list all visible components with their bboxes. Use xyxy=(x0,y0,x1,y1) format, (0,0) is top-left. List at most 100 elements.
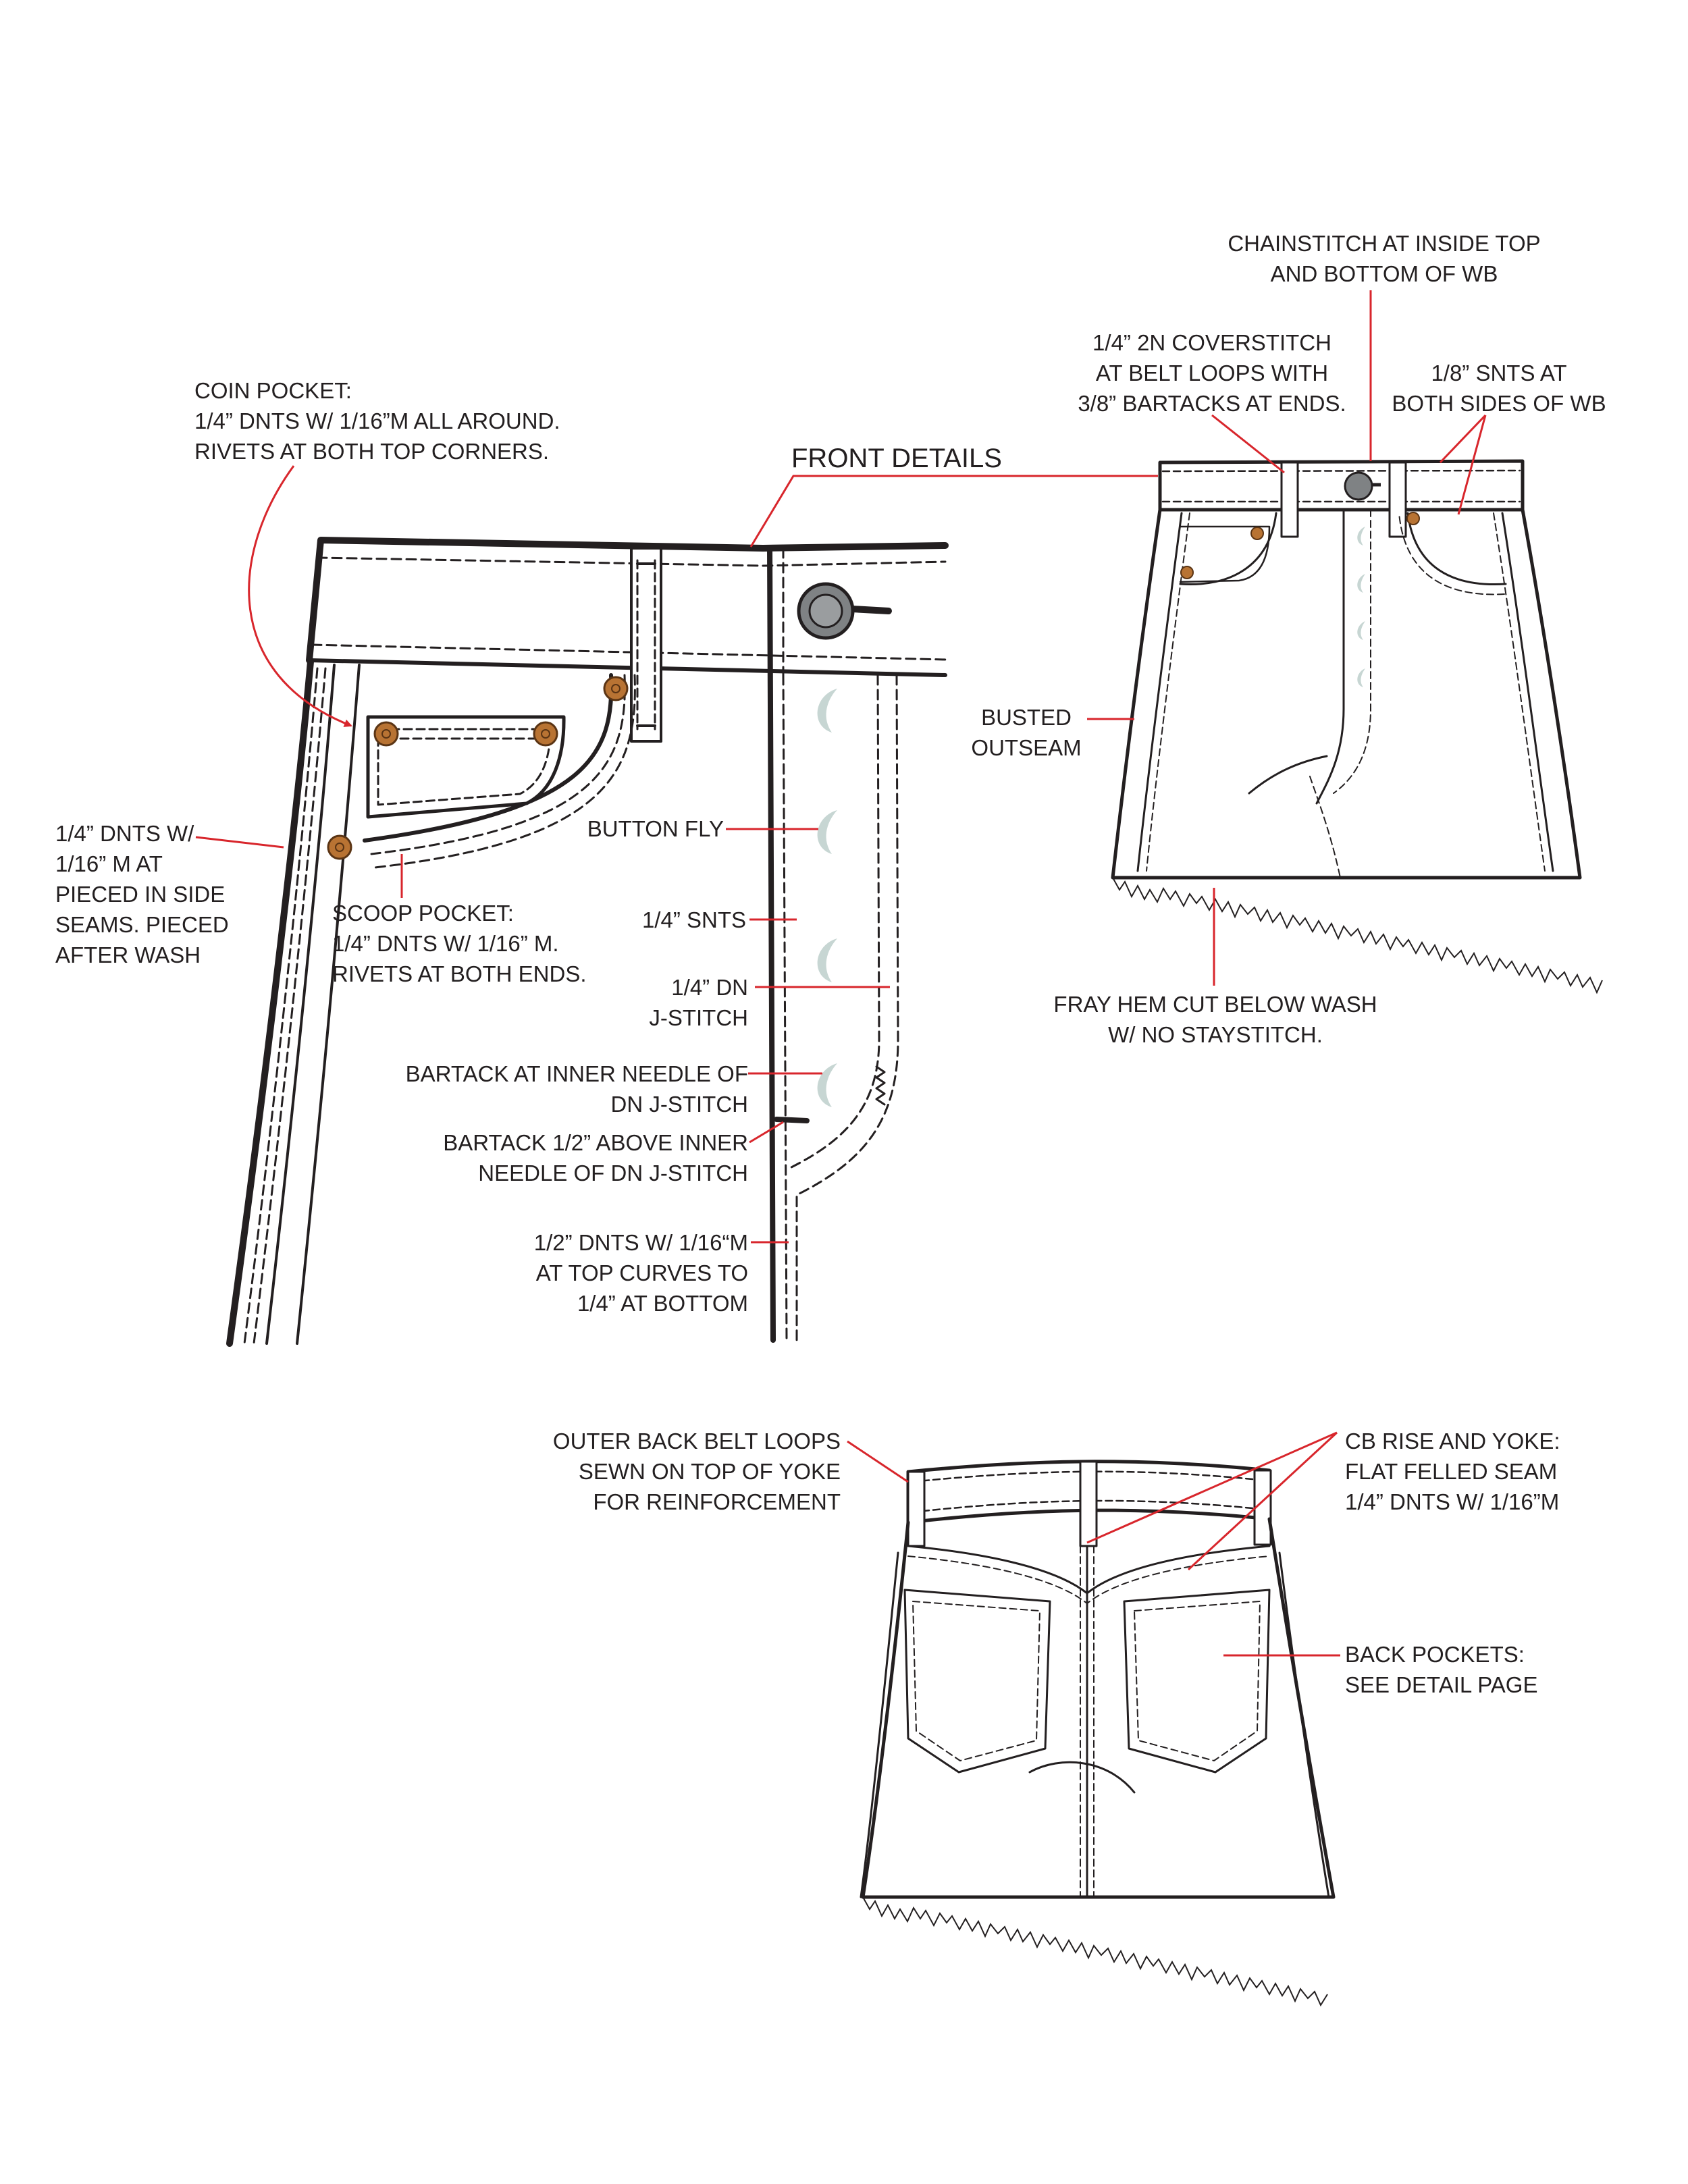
side-seam-stitch-1 xyxy=(243,667,319,1345)
callout-line: RIVETS AT BOTH TOP CORNERS. xyxy=(194,439,550,464)
callout-line: FRAY HEM CUT BELOW WASH xyxy=(1053,992,1377,1017)
leader-cb-rise xyxy=(1086,1431,1338,1571)
back-belt-loop xyxy=(1079,1460,1098,1547)
callout-line: 3/8” BARTACKS AT ENDS. xyxy=(1078,391,1346,416)
front-skirt-flat xyxy=(1111,459,1582,880)
callout-busted-outseam: BUSTED OUTSEAM xyxy=(959,702,1094,763)
callout-line: 1/8” SNTS AT xyxy=(1431,361,1567,385)
callout-line: 1/2” DNTS W/ 1/16“M xyxy=(533,1230,748,1255)
fly-button-icon xyxy=(817,689,837,733)
fly-button-icon xyxy=(817,1063,837,1107)
front-fray-hem xyxy=(1112,877,1603,994)
callout-line: COIN POCKET: xyxy=(194,378,352,403)
back-cb-seam-stitch xyxy=(1080,1545,1094,1898)
callout-line: PIECED IN SIDE xyxy=(55,882,226,907)
front-scoop-pocket-right xyxy=(1406,512,1507,586)
scoop-pocket-stitch-2 xyxy=(373,674,636,869)
callout-line: BACK POCKETS: xyxy=(1345,1642,1525,1667)
waistband-stitch-bottom xyxy=(311,643,947,661)
center-front-line xyxy=(767,545,776,1343)
callout-bartack-inner: BARTACK AT INNER NEEDLE OF DN J-STITCH xyxy=(406,1059,748,1119)
callout-chainstitch: CHAINSTITCH AT INSIDE TOP AND BOTTOM OF … xyxy=(1209,228,1560,289)
front-scoop-stitch-right xyxy=(1398,512,1505,595)
back-pocket-right xyxy=(1123,1589,1271,1774)
callout-line: FLAT FELLED SEAM xyxy=(1345,1459,1558,1484)
front-outseam-right xyxy=(1501,512,1554,872)
back-pocket-left-stitch xyxy=(912,1601,1040,1761)
front-belt-loop xyxy=(1280,461,1299,538)
front-outseam-right-stitch xyxy=(1493,512,1546,872)
callout-line: 1/4” 2N COVERSTITCH xyxy=(1092,330,1331,355)
fly-bartack-above xyxy=(774,1117,810,1123)
callout-line: OUTER BACK BELT LOOPS xyxy=(552,1429,841,1454)
waistband-bottom xyxy=(307,658,947,677)
side-seam-inner xyxy=(265,664,336,1345)
callout-line: 1/4” SNTS xyxy=(641,907,746,932)
coin-pocket-outline xyxy=(366,715,566,819)
leader-bartack-above xyxy=(749,1121,784,1144)
front-waistband-button-icon xyxy=(1344,471,1381,501)
front-fly-buttons xyxy=(1357,527,1365,687)
callout-coin-pocket: COIN POCKET: 1/4” DNTS W/ 1/16”M ALL ARO… xyxy=(194,375,560,467)
callout-line: AFTER WASH xyxy=(55,942,201,967)
callout-line: RIVETS AT BOTH ENDS. xyxy=(332,961,587,986)
callout-side-seam: 1/4” DNTS W/ 1/16” M AT PIECED IN SIDE S… xyxy=(55,818,229,970)
front-fly-stitch-2 xyxy=(1309,776,1341,878)
fly-button-icon xyxy=(1357,527,1365,545)
callout-line: 1/16” M AT xyxy=(55,851,163,876)
belt-loop-bartack xyxy=(636,562,656,727)
fly-button-icon xyxy=(817,938,837,982)
fly-button-icon xyxy=(1357,574,1365,593)
callout-scoop-pocket: SCOOP POCKET: 1/4” DNTS W/ 1/16” M. RIVE… xyxy=(332,898,587,989)
callout-line: CHAINSTITCH AT INSIDE TOP xyxy=(1228,231,1541,256)
leader-side-seam xyxy=(195,836,284,849)
front-details-title: FRONT DETAILS xyxy=(791,444,1002,473)
back-outseam-left xyxy=(860,1551,899,1898)
callout-line: BOTH SIDES OF WB xyxy=(1392,391,1606,416)
callout-line: W/ NO STAYSTITCH. xyxy=(1108,1022,1323,1047)
rivet-icon xyxy=(533,721,558,747)
rivet-icon xyxy=(373,721,399,747)
back-yoke-stitch xyxy=(907,1555,1270,1604)
front-coin-pocket xyxy=(1179,525,1271,583)
callout-line: BARTACK AT INNER NEEDLE OF xyxy=(405,1061,748,1086)
back-pocket-right-stitch xyxy=(1134,1601,1261,1761)
callout-line: AT BELT LOOPS WITH xyxy=(1095,361,1329,385)
front-skirt-body xyxy=(1111,508,1582,880)
callout-line: OUTSEAM xyxy=(971,735,1082,760)
leader-snts-wb xyxy=(1439,414,1487,515)
fly-buttons xyxy=(817,689,837,1107)
callout-button-fly: BUTTON FLY xyxy=(587,814,724,844)
callout-fray-hem: FRAY HEM CUT BELOW WASH W/ NO STAYSTITCH… xyxy=(1026,989,1404,1050)
callout-line: 1/4” DNTS W/ 1/16” M. xyxy=(332,931,559,956)
back-seat-curve xyxy=(1028,1761,1136,1794)
front-scoop-pocket-left xyxy=(1179,512,1277,586)
waistband-stitch-top xyxy=(316,556,947,567)
callout-line: 1/4” DNTS W/ xyxy=(55,821,194,846)
callout-line: BARTACK 1/2” ABOVE INNER xyxy=(443,1130,748,1155)
callout-snts-wb: 1/8” SNTS AT BOTH SIDES OF WB xyxy=(1377,358,1620,419)
back-fray-hem xyxy=(862,1896,1328,2007)
callout-back-pockets: BACK POCKETS: SEE DETAIL PAGE xyxy=(1345,1639,1537,1700)
callout-line: FOR REINFORCEMENT xyxy=(593,1489,841,1514)
leader-front-details xyxy=(749,475,1158,548)
front-fly xyxy=(1315,508,1345,805)
belt-loop-stitch xyxy=(636,559,656,730)
callout-back-belt-loops: OUTER BACK BELT LOOPS SEWN ON TOP OF YOK… xyxy=(553,1426,841,1517)
belt-loop xyxy=(630,547,662,743)
rivet-icon xyxy=(327,834,352,860)
callout-coverstitch: 1/4” 2N COVERSTITCH AT BELT LOOPS WITH 3… xyxy=(1050,327,1374,419)
waistband-outline xyxy=(306,537,949,664)
callout-leaders xyxy=(195,290,1487,1657)
j-stitch-outer xyxy=(795,674,899,1341)
j-stitch-inner xyxy=(789,674,880,1169)
callout-line: SEAMS. PIECED xyxy=(55,912,229,937)
callout-line: J-STITCH xyxy=(649,1005,748,1030)
scoop-pocket-edge xyxy=(363,673,614,843)
callout-snts: 1/4” SNTS xyxy=(642,905,746,935)
callout-line: 1/4” DNTS W/ 1/16”M ALL AROUND. xyxy=(194,408,560,433)
callout-bartack-above: BARTACK 1/2” ABOVE INNER NEEDLE OF DN J-… xyxy=(443,1127,748,1188)
back-pocket-left xyxy=(903,1589,1051,1774)
leader-coin-pocket xyxy=(248,465,352,727)
